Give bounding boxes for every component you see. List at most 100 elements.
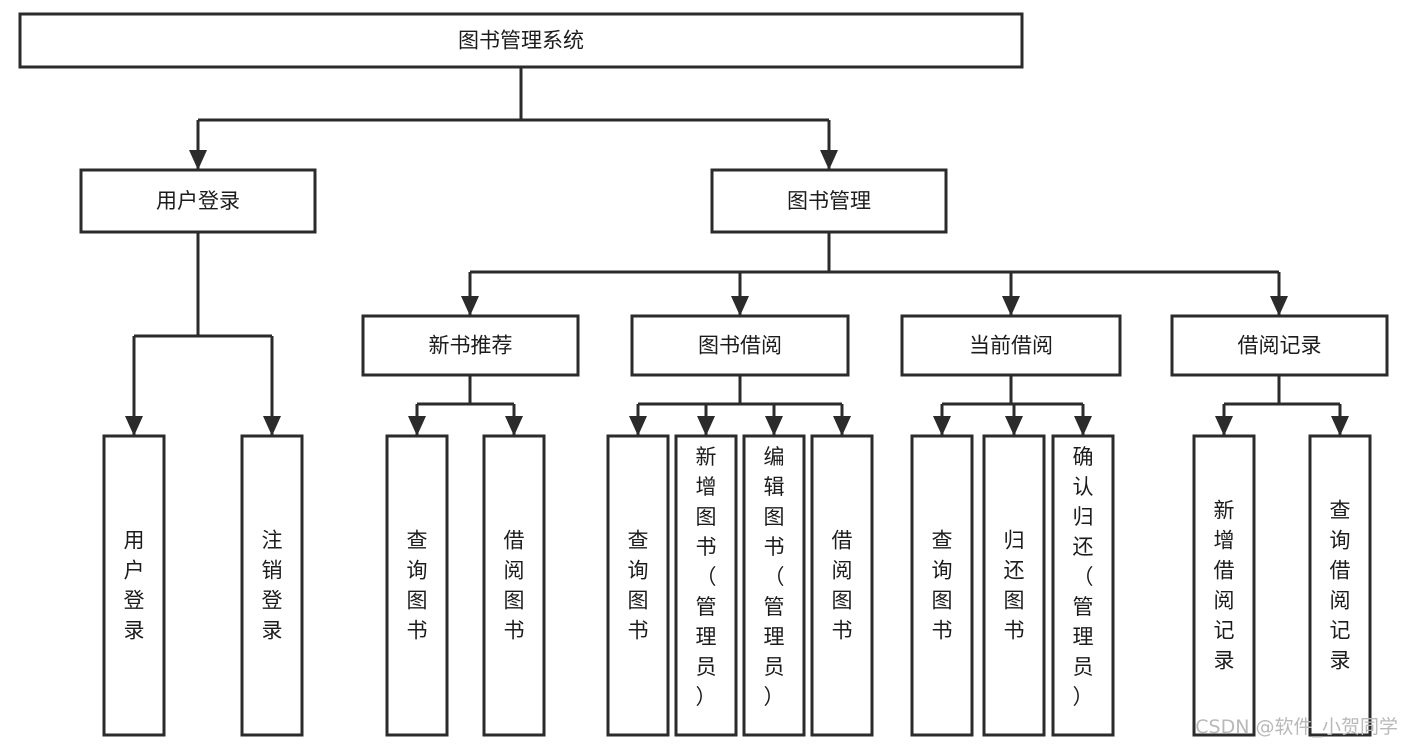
node-label-char: 记 [1330,619,1351,643]
node-label-char: 书 [764,535,785,559]
node-box-book-borrow [630,314,850,377]
node-label-char: 书 [407,619,428,643]
node-label-borrow-record: 借阅记录 [1238,334,1322,358]
node-label-char: 阅 [1214,589,1235,613]
node-label-current-borrow: 当前借阅 [969,334,1053,358]
node-label-char: 询 [1330,529,1351,553]
node-box-current-borrow [900,314,1122,377]
node-book-manage[interactable]: 图书管理 [710,168,948,234]
csdn-watermark: CSDN @软件_小贺同学 [1195,716,1398,738]
node-label-char: 户 [124,559,145,583]
node-label-char: 用 [124,529,145,553]
node-label-char: 借 [504,529,525,553]
node-label-char: 阅 [1330,589,1351,613]
node-label-char: 认 [1073,475,1094,499]
node-label-char: ） [696,685,717,709]
node-box-new-book-recommend [361,314,580,377]
arrow-head-icon [461,296,479,316]
node-label-char: 录 [262,619,283,643]
node-label-char: 管 [1073,595,1094,619]
arrow-head-icon [933,416,951,436]
node-label-char: 图 [504,589,525,613]
node-label-char: 询 [932,559,953,583]
node-label-char: 书 [1004,619,1025,643]
arrow-head-icon [731,296,749,316]
node-label-char: 询 [407,559,428,583]
node-label-char: 员 [696,655,717,679]
arrow-head-icon [189,150,207,170]
node-box-leaf-query-book-rec [385,434,449,737]
node-label-book-borrow: 图书借阅 [698,334,782,358]
node-label-char: 员 [1073,655,1094,679]
arrow-head-icon [1002,296,1020,316]
node-box-leaf-add-book-admin [674,434,738,737]
node-label-char: 登 [262,589,283,613]
arrow-head-icon [629,416,647,436]
node-label-char: 注 [262,529,283,553]
node-label-char: 阅 [832,559,853,583]
node-leaf-user-login[interactable]: 用户登录 [102,434,166,737]
node-box-borrow-record [1170,314,1389,377]
node-label-char: 编 [764,445,785,469]
node-book-borrow[interactable]: 图书借阅 [630,314,850,377]
node-label-char: 书 [696,535,717,559]
node-box-root [18,12,1024,69]
node-new-book-recommend[interactable]: 新书推荐 [361,314,580,377]
node-label-char: 归 [1073,505,1094,529]
node-user-login[interactable]: 用户登录 [79,168,317,234]
node-box-book-manage [710,168,948,234]
node-label-char: 图 [628,589,649,613]
node-label-char: 图 [696,505,717,529]
node-label-char: （ [1073,565,1094,589]
node-label-char: 录 [1214,649,1235,673]
connector-book_manage_to_level3 [461,232,1288,316]
node-box-leaf-user-login [102,434,166,737]
connector-current_borrow_to_leaves [933,375,1092,436]
arrow-head-icon [1215,416,1233,436]
node-label-char: 登 [124,589,145,613]
node-label-char: 辑 [764,475,785,499]
node-box-leaf-logout [240,434,304,737]
node-current-borrow[interactable]: 当前借阅 [900,314,1122,377]
node-label-char: 查 [932,529,953,553]
arrow-head-icon [505,416,523,436]
node-label-char: ） [764,685,785,709]
node-box-leaf-edit-book-admin [742,434,806,737]
node-box-leaf-confirm-return-admin [1051,434,1115,737]
node-borrow-record[interactable]: 借阅记录 [1170,314,1389,377]
node-label-char: 新 [696,445,717,469]
arrow-head-icon [833,416,851,436]
node-label-root: 图书管理系统 [458,29,584,53]
arrow-head-icon [1270,296,1288,316]
node-label-char: 图 [407,589,428,613]
node-box-leaf-borrow-book [810,434,874,737]
node-box-leaf-query-book-cur [910,434,974,737]
node-root[interactable]: 图书管理系统 [18,12,1024,69]
node-label-char: 询 [628,559,649,583]
connector-edges-layer [125,67,1349,436]
node-label-char: 理 [696,625,717,649]
arrow-head-icon [1331,416,1349,436]
node-label-char: 增 [696,475,717,499]
connector-new_book_to_leaves [408,375,523,436]
node-label-char: 图 [764,505,785,529]
node-label-char: 理 [1073,625,1094,649]
arrow-head-icon [820,150,838,170]
node-label-char: 查 [628,529,649,553]
node-label-char: 员 [764,655,785,679]
arrow-head-icon [125,416,143,436]
